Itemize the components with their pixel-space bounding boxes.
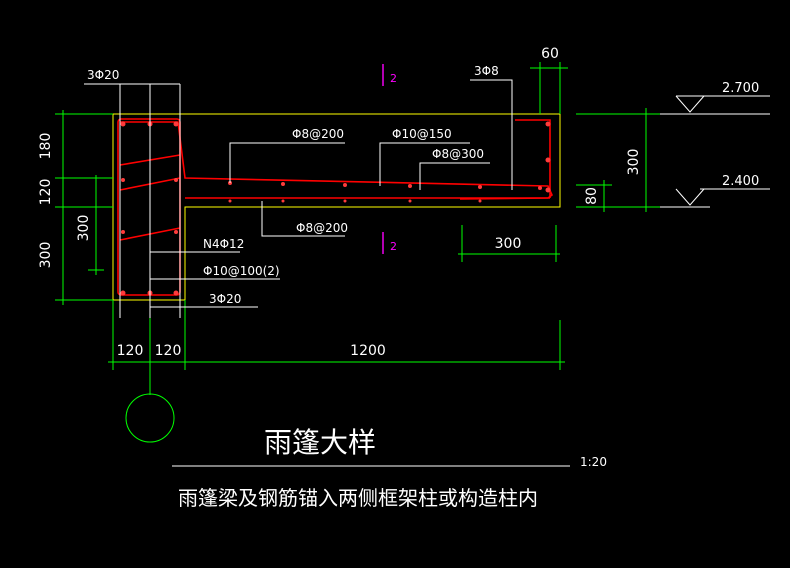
label-top-bars: 3Φ20 [87, 68, 119, 82]
title-block: 雨篷大样 1:20 雨篷梁及钢筋锚入两侧框架柱或构造柱内 [172, 426, 607, 510]
drawing-title: 雨篷大样 [264, 426, 376, 459]
dim-bottom-1200: 1200 [350, 343, 386, 359]
edge-rebar [515, 119, 551, 198]
section-marks: 2 2 [382, 64, 397, 254]
elevation-top: 2.700 [722, 81, 759, 96]
dim-bottom-120-b: 120 [155, 343, 182, 359]
rebar-labels: 3Φ20 Φ8@200 Φ10@150 Φ8@300 3Φ8 Φ8@200 N4… [84, 64, 513, 308]
label-slab-top-bar: Φ8@200 [292, 127, 344, 141]
dim-left-300-inner: 300 [76, 215, 92, 242]
label-edge-bar: 3Φ8 [474, 64, 499, 78]
dim-bottom-120-a: 120 [117, 343, 144, 359]
rebar-group [117, 118, 553, 296]
axis-bubble [125, 393, 175, 443]
dim-right-300: 300 [626, 149, 642, 176]
label-slab-dist-bar: Φ8@300 [432, 147, 484, 161]
label-side-bars: N4Φ12 [203, 237, 244, 251]
drawing-note: 雨篷梁及钢筋锚入两侧框架柱或构造柱内 [178, 486, 538, 510]
elevation-marks: 2.700 2.400 [660, 81, 770, 208]
dim-top-60: 60 [541, 46, 559, 62]
dim-left-180: 180 [38, 133, 54, 160]
label-slab-main-bar: Φ10@150 [392, 127, 452, 141]
label-slab-bottom-bar: Φ8@200 [296, 221, 348, 235]
dim-right-80: 80 [584, 187, 600, 205]
elevation-bottom: 2.400 [722, 174, 759, 189]
label-stirrup: Φ10@100(2) [203, 264, 280, 278]
grid-lines [119, 84, 181, 443]
bottom-dimensions: 120 120 1200 [108, 300, 565, 370]
section-mark-bottom: 2 [390, 240, 397, 253]
right-dimensions: 60 300 80 300 [458, 46, 660, 262]
label-bottom-bars: 3Φ20 [209, 292, 241, 306]
dim-left-300-outer: 300 [38, 242, 54, 269]
beam-stirrup [117, 118, 181, 296]
left-dimensions: 180 120 300 300 [38, 110, 113, 305]
rebar-dots [120, 121, 551, 296]
dim-lower-300: 300 [495, 236, 522, 252]
drawing-scale: 1:20 [580, 455, 607, 469]
dim-left-120: 120 [38, 179, 54, 206]
section-mark-top: 2 [390, 72, 397, 85]
